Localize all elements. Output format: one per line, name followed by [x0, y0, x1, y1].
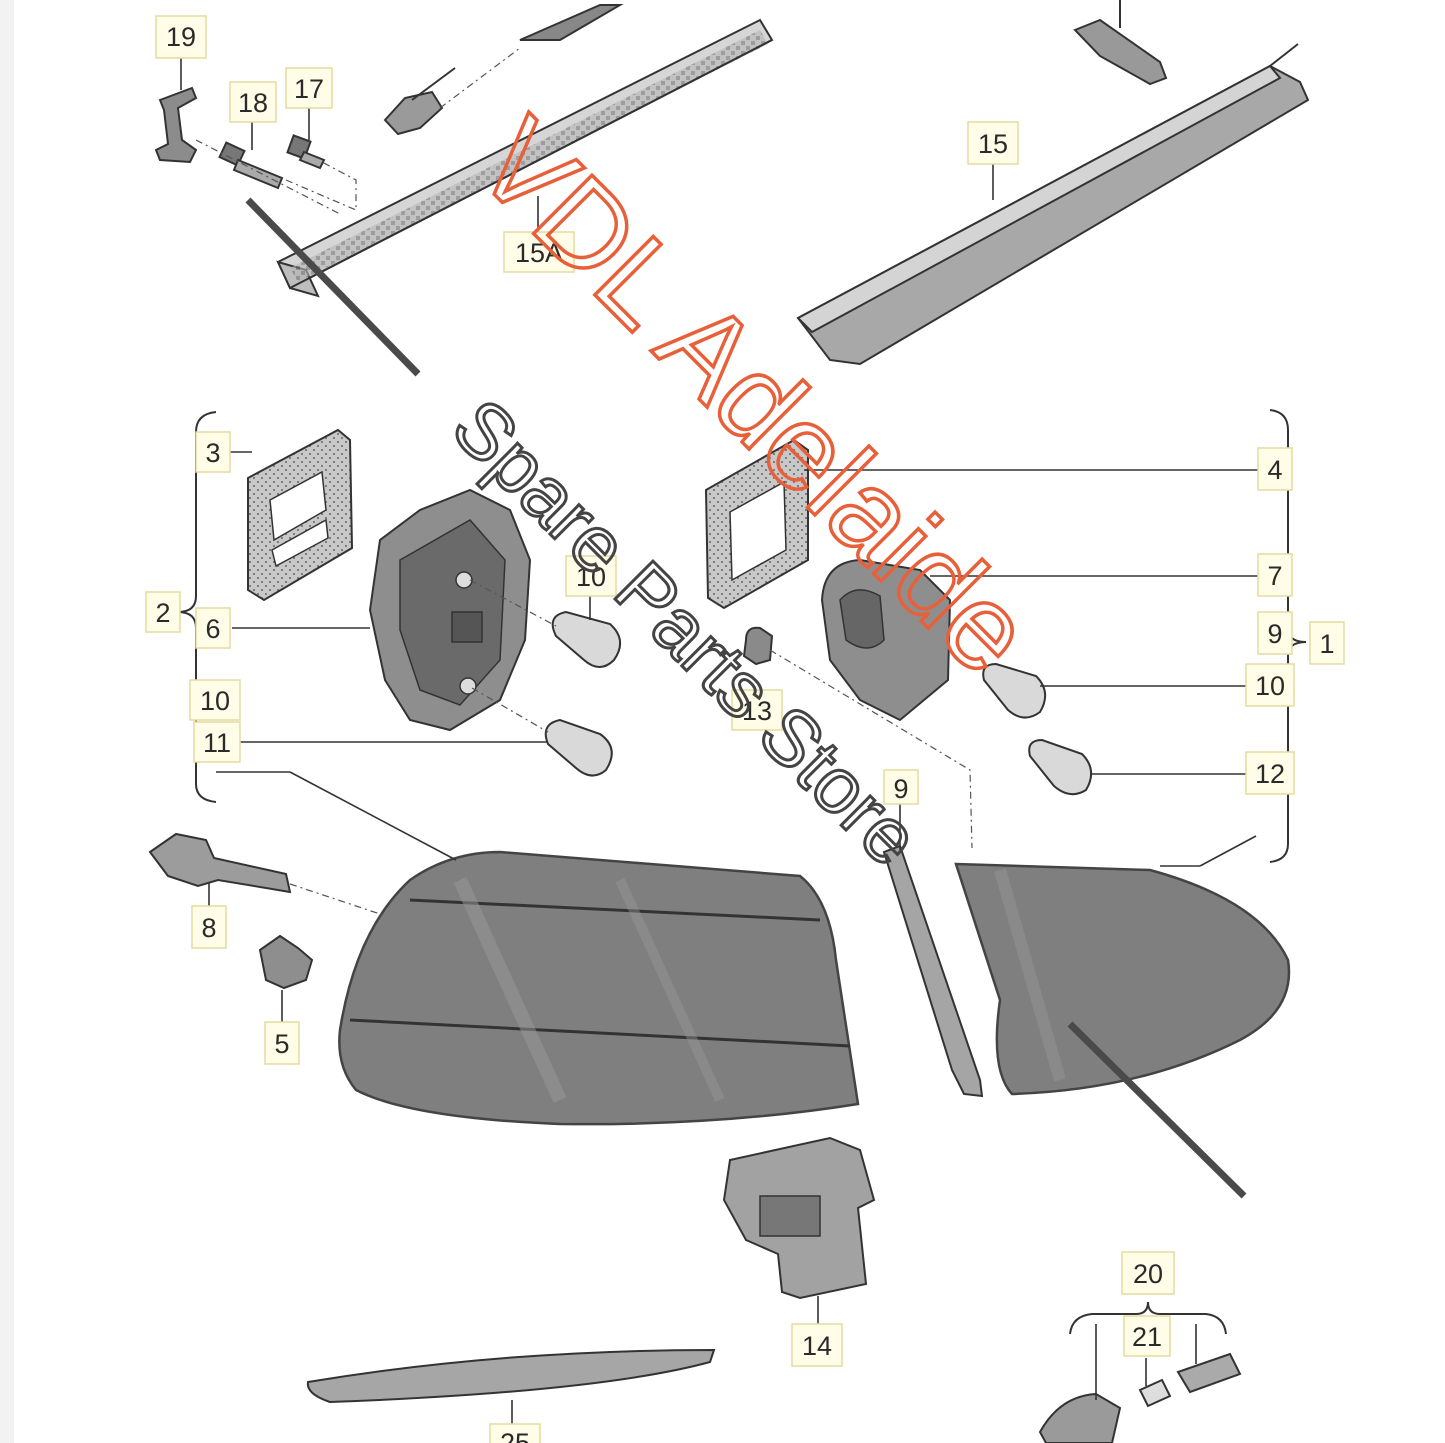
svg-text:17: 17: [294, 74, 324, 104]
svg-text:8: 8: [201, 913, 216, 943]
callout-20: 20: [1121, 1251, 1175, 1295]
callout-10-a: 10: [189, 679, 241, 721]
svg-text:25: 25: [500, 1428, 530, 1443]
svg-text:5: 5: [274, 1029, 289, 1059]
bracket-20: [1069, 1301, 1227, 1335]
svg-text:9: 9: [893, 774, 908, 804]
svg-text:2: 2: [155, 598, 170, 628]
bulb-10-right: [982, 662, 1047, 719]
svg-text:21: 21: [1132, 1322, 1162, 1352]
svg-text:11: 11: [203, 728, 231, 758]
callout-14: 14: [791, 1323, 843, 1367]
svg-text:3: 3: [205, 438, 220, 468]
callout-13: 13: [731, 689, 783, 731]
reflector-25: [306, 1348, 716, 1404]
watermark-brand: VDL Adelaide: [452, 94, 1058, 700]
bulb-21w-top: [1073, 0, 1168, 86]
svg-text:9: 9: [1267, 619, 1282, 649]
outer-tail-light-lens: [338, 850, 860, 1126]
gasket-3: [247, 428, 354, 602]
callout-12: 12: [1245, 751, 1295, 795]
svg-text:20: 20: [1133, 1259, 1163, 1289]
callout-18: 18: [229, 81, 277, 123]
svg-text:10: 10: [200, 686, 230, 716]
svg-text:7: 7: [1267, 561, 1282, 591]
callout-8: 8: [191, 905, 227, 949]
high-mount-brake-light-15: [796, 43, 1310, 366]
callout-10-c: 10: [1245, 663, 1295, 707]
inner-tail-light-lens: [954, 862, 1291, 1096]
callout-6: 6: [195, 607, 231, 649]
callout-15: 15: [967, 121, 1019, 165]
bulb-holder-7: [820, 558, 952, 722]
callout-17: 17: [285, 67, 333, 109]
bulb-11-left: [544, 718, 613, 777]
callout-1: 1: [1309, 621, 1345, 665]
bulb-holder-6: [368, 488, 532, 732]
svg-text:13: 13: [742, 696, 772, 726]
callout-5: 5: [264, 1021, 300, 1065]
screw-17: [286, 134, 326, 170]
screw-18: [218, 141, 284, 190]
clip-19: [154, 86, 198, 164]
svg-text:12: 12: [1255, 759, 1285, 789]
callout-7: 7: [1257, 553, 1293, 597]
adjusting-screw-8: [148, 832, 292, 894]
callout-3: 3: [195, 431, 231, 473]
high-mount-brake-light-15a: [276, 18, 774, 298]
callout-2: 2: [145, 591, 181, 633]
svg-text:1: 1: [1319, 629, 1334, 659]
bulb-12-right: [1028, 738, 1093, 796]
callout-25: 25: [489, 1423, 541, 1443]
svg-text:18: 18: [238, 88, 268, 118]
clip-5: [258, 934, 314, 990]
callout-11: 11: [193, 721, 241, 763]
callout-9-b: 9: [883, 769, 919, 805]
nut-13: [742, 626, 774, 666]
svg-text:15A: 15A: [515, 238, 563, 268]
gasket-4: [704, 438, 809, 610]
license-plate-lamp-20: [1038, 1352, 1242, 1443]
svg-text:6: 6: [205, 614, 220, 644]
callout-4: 4: [1257, 447, 1293, 491]
bulb-socket-connector: [383, 4, 624, 136]
svg-text:4: 4: [1267, 455, 1282, 485]
svg-text:14: 14: [802, 1331, 832, 1361]
callout-15a: 15A: [503, 231, 575, 273]
connector-14: [722, 1136, 876, 1300]
svg-text:15: 15: [978, 129, 1008, 159]
bracket-1: [1269, 409, 1307, 863]
bulb-10-left: [551, 610, 621, 668]
callout-21: 21: [1123, 1315, 1171, 1357]
callout-19: 19: [155, 15, 207, 59]
svg-text:10: 10: [576, 562, 606, 592]
callout-10-b: 10: [565, 555, 617, 597]
svg-text:10: 10: [1255, 671, 1285, 701]
callout-9-a: 9: [1257, 611, 1293, 655]
svg-text:19: 19: [166, 22, 196, 52]
